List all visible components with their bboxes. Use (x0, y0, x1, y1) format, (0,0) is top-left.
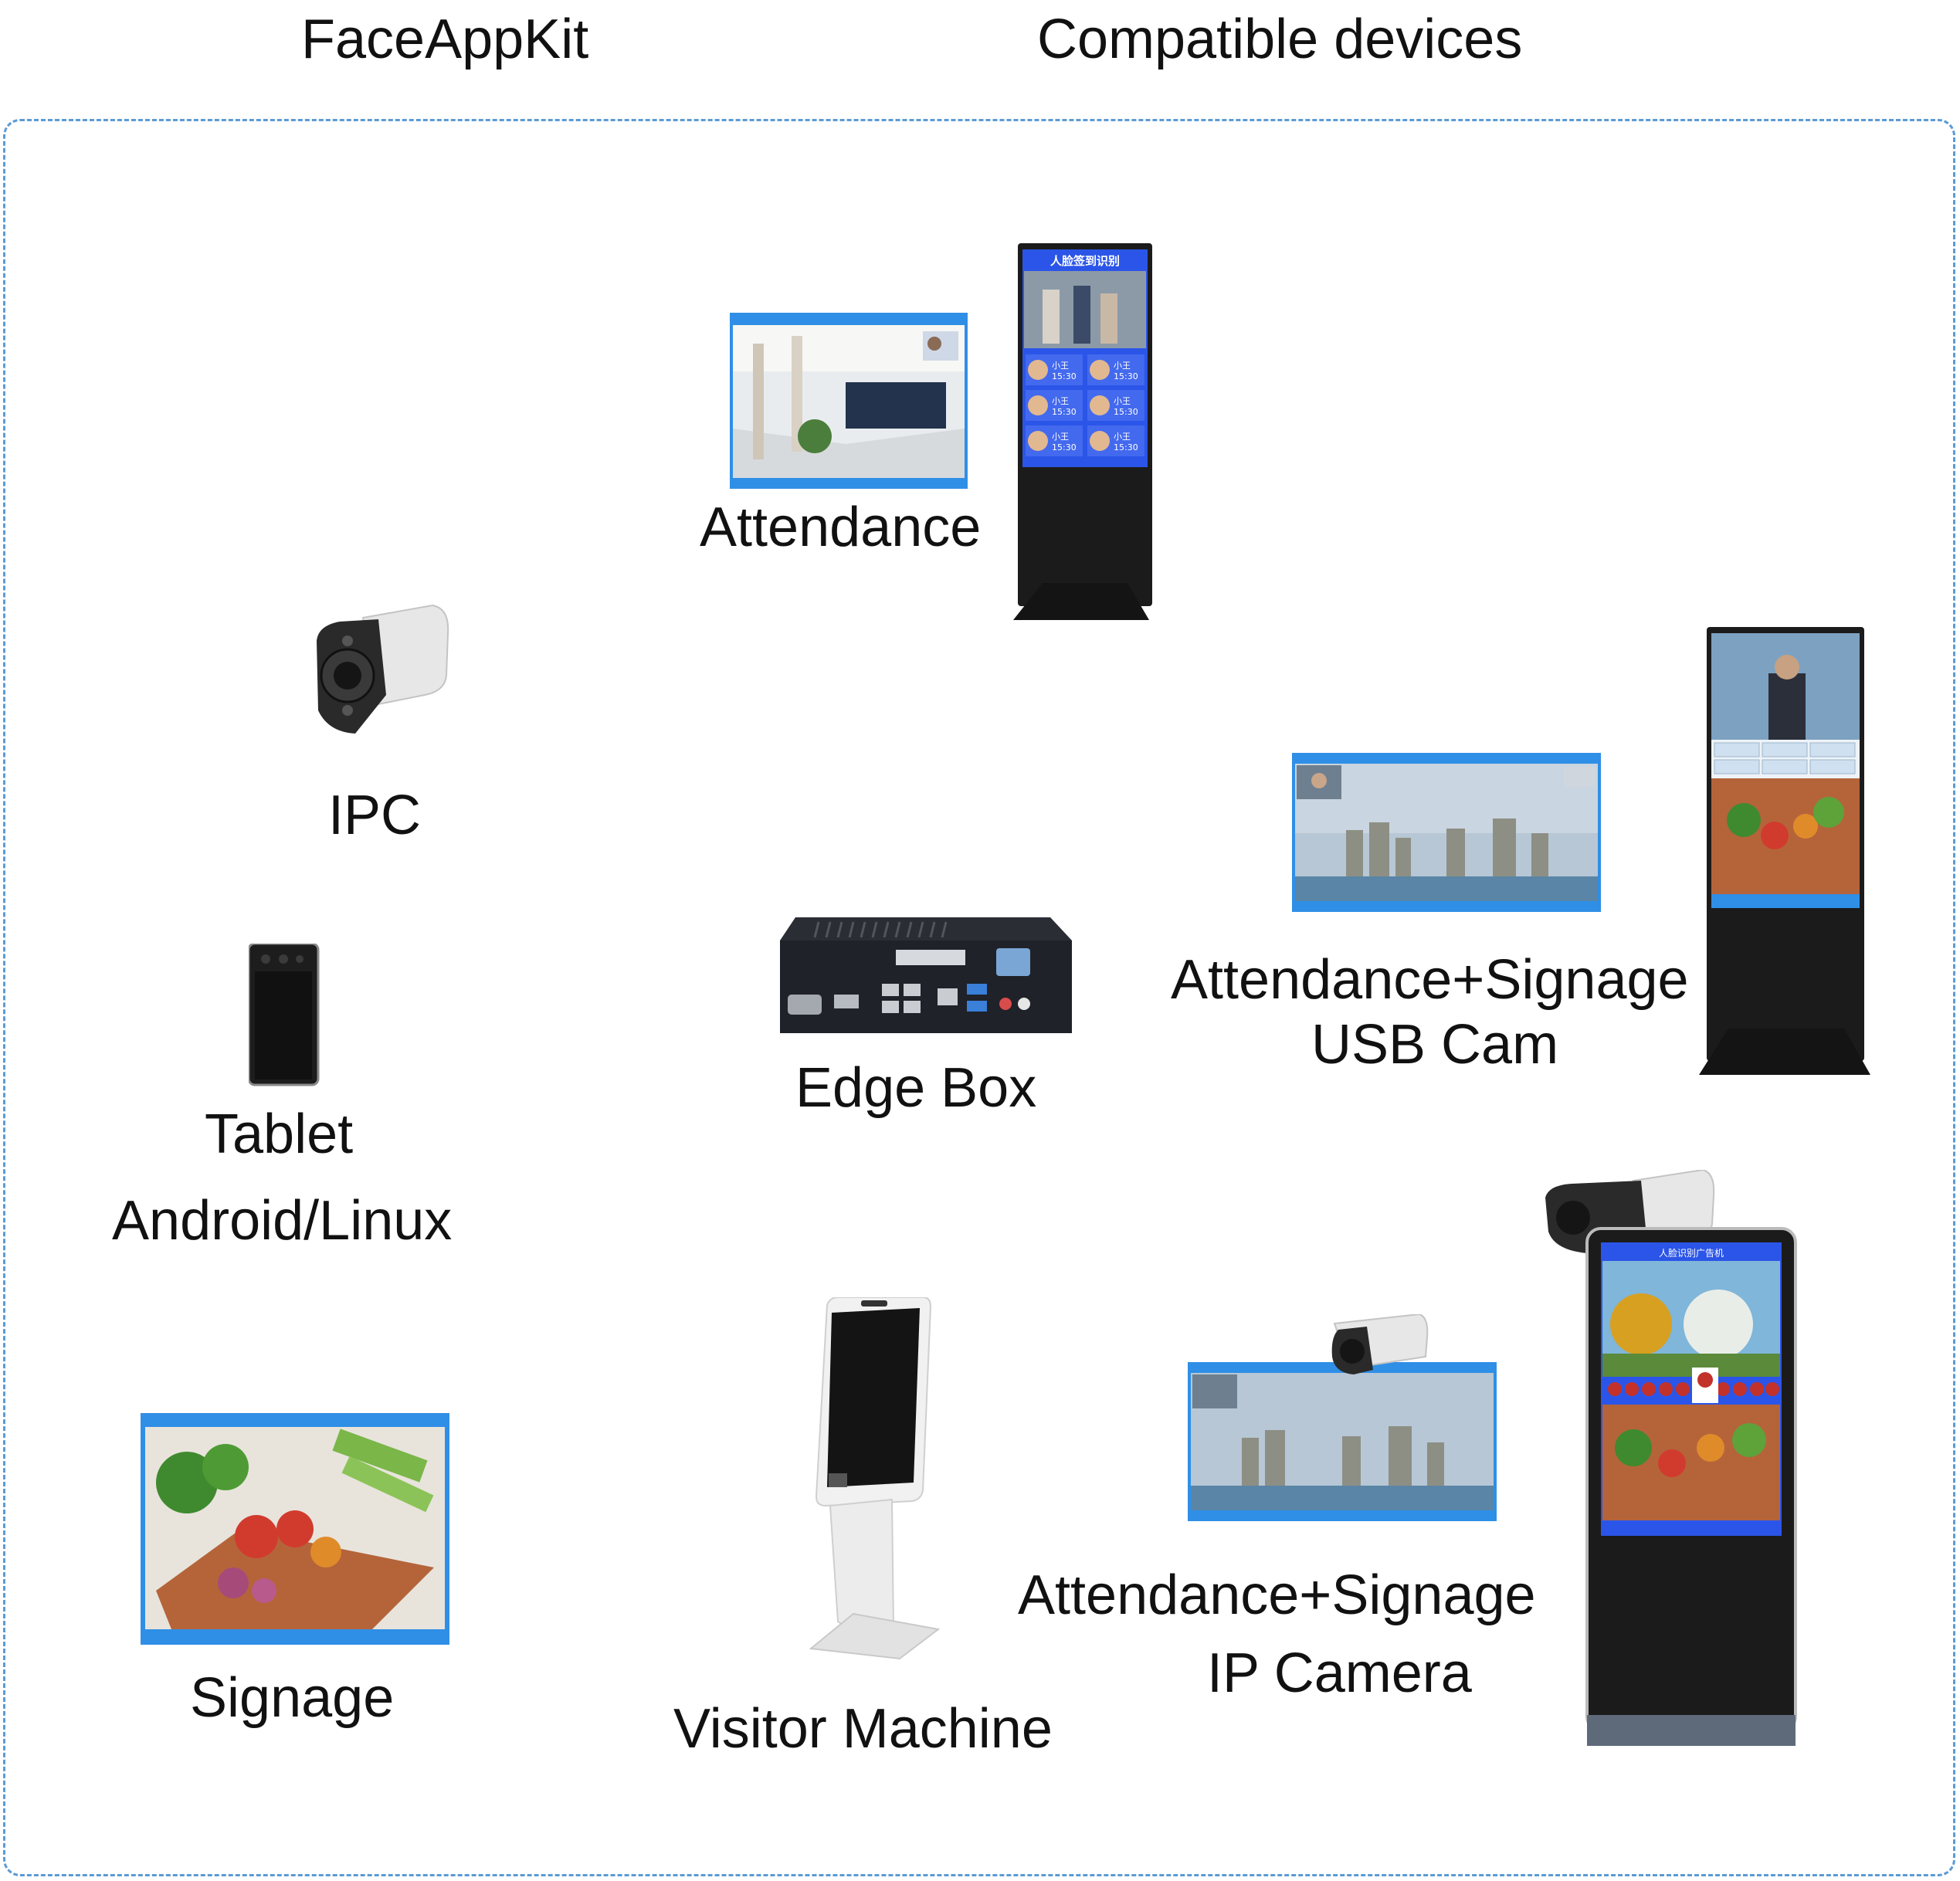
tablet-label-line1: Tablet (205, 1103, 354, 1165)
tablet-device (249, 944, 320, 1086)
attendance-tile-name: 小王 (1114, 432, 1131, 442)
attendance-screen-title: 人脸签到识别 (1050, 254, 1120, 268)
usb-cam-label-line2: USB Cam (1311, 1014, 1559, 1076)
header-faceappkit: FaceAppKit (301, 8, 589, 70)
attendance-tile-name: 小王 (1052, 361, 1069, 371)
header-compatible-devices: Compatible devices (1037, 8, 1523, 70)
attendance-monitor (730, 313, 968, 489)
attendance-kiosk: 人脸签到识别 小王 15:30 小王 15:30 小王 15:30 小王 15:… (1012, 243, 1158, 622)
attendance-tile-name: 小王 (1114, 396, 1131, 406)
edge-box (772, 917, 1072, 1035)
ipc-label: IPC (328, 785, 422, 846)
devices-frame (3, 119, 1955, 1876)
ip-camera-label-line2: IP Camera (1207, 1642, 1472, 1704)
attendance-tile-name: 小王 (1052, 432, 1069, 442)
usb-cam-kiosk (1697, 627, 1872, 1076)
attendance-label: Attendance (700, 497, 982, 558)
usb-cam-label-line1: Attendance+Signage (1171, 949, 1689, 1011)
signage-label: Signage (190, 1667, 395, 1729)
edge-box-label: Edge Box (795, 1057, 1037, 1119)
visitor-machine (807, 1297, 946, 1660)
attendance-tile-time: 15:30 (1052, 407, 1077, 417)
ip-camera-kiosk: 人脸识别广告机 (1541, 1170, 1803, 1749)
visitor-machine-label: Visitor Machine (673, 1698, 1053, 1760)
attendance-tile-time: 15:30 (1114, 407, 1138, 417)
ip-camera-label-line1: Attendance+Signage (1018, 1564, 1536, 1626)
usb-cam-monitor (1292, 753, 1601, 912)
ipc-camera (309, 602, 452, 734)
ip-camera-monitor (1188, 1314, 1497, 1521)
ip-camera-kiosk-title: 人脸识别广告机 (1659, 1248, 1724, 1259)
attendance-tile-time: 15:30 (1114, 442, 1138, 452)
signage-monitor (141, 1413, 449, 1645)
attendance-tile-time: 15:30 (1052, 371, 1077, 381)
tablet-label-line2: Android/Linux (112, 1190, 453, 1252)
attendance-tile-time: 15:30 (1114, 371, 1138, 381)
attendance-tile-name: 小王 (1052, 396, 1069, 406)
attendance-tile-time: 15:30 (1052, 442, 1077, 452)
attendance-tile-name: 小王 (1114, 361, 1131, 371)
